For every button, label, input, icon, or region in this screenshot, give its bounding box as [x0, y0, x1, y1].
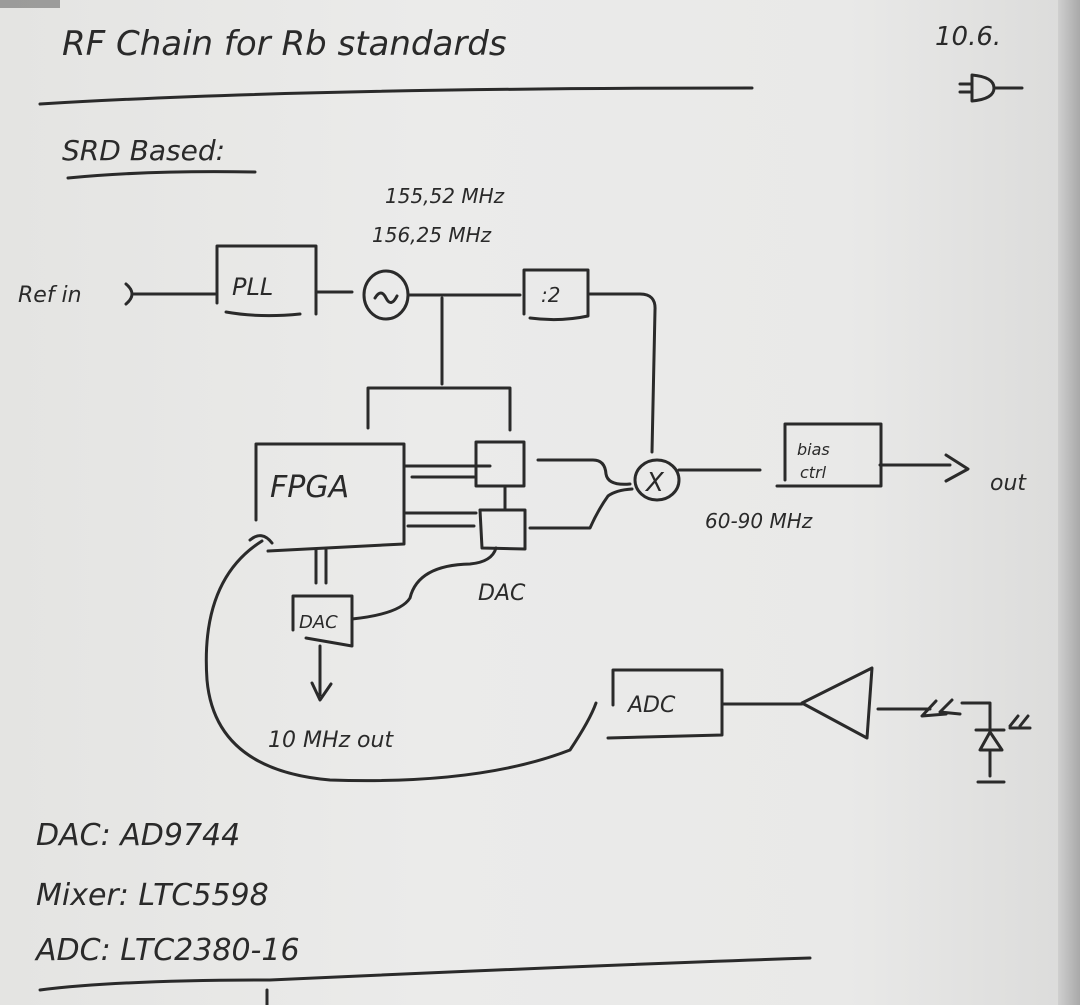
ref-in-label: Ref in [18, 283, 82, 308]
pll-block: PLL [215, 244, 318, 318]
parts-item-adc: ADC: LTC2380-16 [34, 933, 300, 968]
if-freq-label: 60-90 MHz [705, 509, 813, 533]
section-heading: SRD Based: [62, 134, 225, 167]
dac-i-block [474, 440, 526, 488]
page-title: RF Chain for Rb standards [62, 24, 507, 64]
osc-freq-2: 156,25 MHz [372, 223, 492, 247]
wire [350, 546, 498, 621]
wire [536, 458, 632, 486]
feedback-wire [204, 539, 598, 783]
out-label: out [990, 471, 1027, 496]
oscillator-icon [362, 269, 410, 321]
bias-ctrl-block: bias ctrl [775, 422, 883, 488]
mixer-icon: X [633, 458, 681, 502]
osc-freq-1: 155,52 MHz [385, 184, 505, 208]
adc-block: ADC [606, 668, 724, 740]
dac-q-block [478, 508, 527, 551]
wire [528, 487, 634, 530]
divider-label: :2 [541, 283, 560, 307]
title-underline [38, 86, 754, 106]
small-dac-block: DAC [291, 594, 354, 648]
fpga-block: FPGA [254, 442, 406, 553]
wire [366, 296, 512, 432]
dac-label: DAC [478, 581, 526, 606]
photodiode-icon [974, 714, 1032, 784]
pll-label: PLL [232, 273, 273, 301]
down-arrow-icon [310, 644, 333, 702]
bus [402, 464, 507, 528]
wire [588, 292, 657, 454]
mixer-symbol: X [644, 468, 665, 498]
small-dac-label: DAC [299, 612, 338, 633]
page-date: 10.6. [935, 22, 1001, 52]
divider-block: :2 [522, 268, 590, 322]
bias-ctrl-label-2: ctrl [800, 463, 827, 482]
wire [876, 698, 992, 732]
heading-underline [66, 170, 257, 180]
ten-mhz-out-label: 10 MHz out [268, 728, 394, 753]
page-corner [0, 0, 60, 8]
divider-line [38, 956, 812, 992]
page-edge [1058, 0, 1080, 1005]
parts-item-dac: DAC: AD9744 [36, 818, 240, 853]
amplifier-icon [800, 666, 874, 740]
bias-ctrl-label-1: bias [797, 440, 830, 459]
bus [314, 548, 328, 585]
parts-list: DAC: AD9744 Mixer: LTC5598 ADC: LTC2380-… [34, 818, 300, 968]
fpga-label: FPGA [270, 470, 349, 505]
input-arrow-icon [248, 534, 274, 545]
plug-icon [958, 73, 1024, 103]
adc-label: ADC [626, 693, 676, 718]
parts-item-mixer: Mixer: LTC5598 [36, 878, 269, 913]
output-arrow-icon [878, 453, 970, 483]
